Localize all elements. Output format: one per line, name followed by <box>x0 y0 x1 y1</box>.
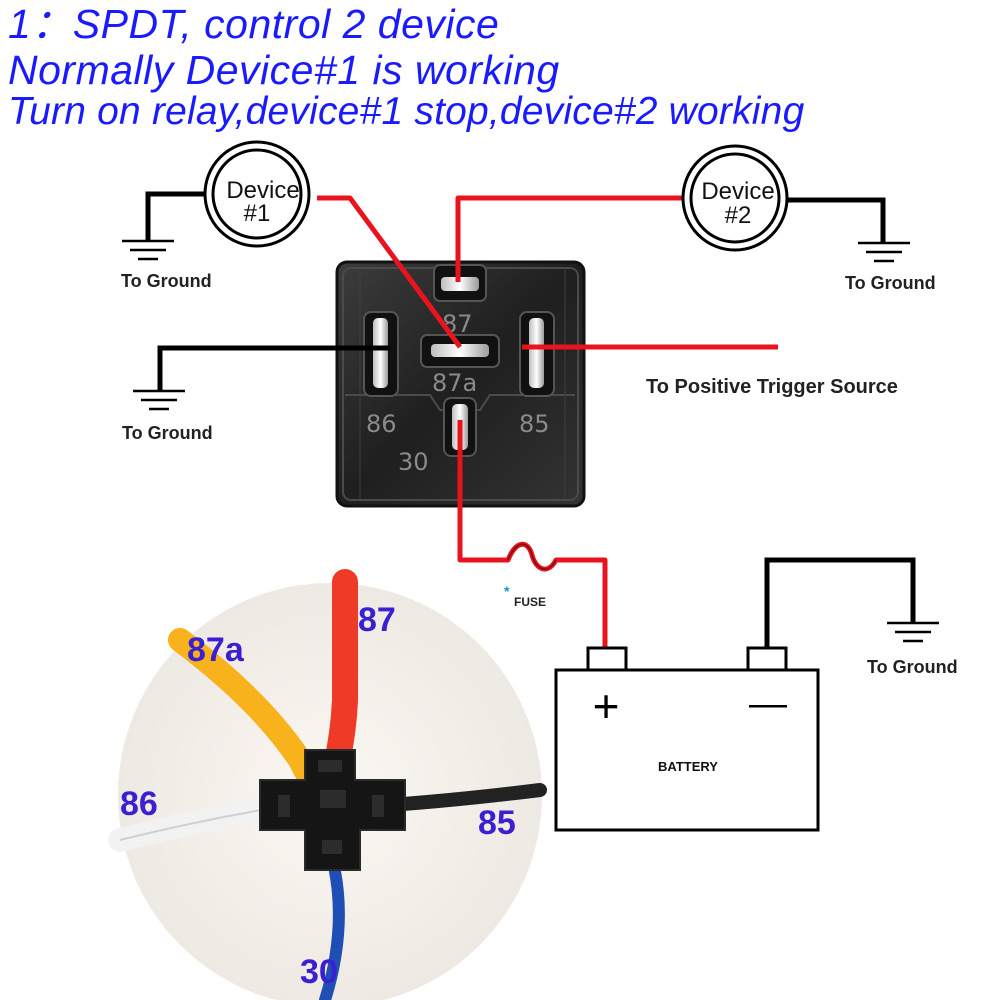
battery-plus: + <box>593 680 620 732</box>
relay-label-85: 85 <box>519 410 550 438</box>
trigger-label: To Positive Trigger Source <box>646 376 898 398</box>
relay-pin-86 <box>363 311 399 397</box>
fuse-icon <box>507 543 557 570</box>
device1-icon <box>203 140 311 248</box>
wire-device2-to-87 <box>455 195 686 282</box>
ground-label-device2: To Ground <box>845 273 936 293</box>
socket-label-86: 86 <box>120 785 158 823</box>
ground-symbol-device2 <box>858 241 910 263</box>
wire-86-to-ground <box>157 345 390 390</box>
device2-label-line1: Device <box>701 178 774 205</box>
ground-symbol-pin86 <box>133 389 185 411</box>
title-line-1: 1：SPDT, control 2 device <box>8 1 500 47</box>
socket-label-87: 87 <box>358 601 396 639</box>
fuse-asterisk: * <box>504 583 510 599</box>
socket-label-30: 30 <box>300 953 338 991</box>
relay-label-30: 30 <box>398 448 429 476</box>
relay-label-87: 87 <box>442 310 473 338</box>
battery-ground-wire <box>764 557 916 648</box>
ground-label-battery: To Ground <box>867 657 958 677</box>
device1-label-line1: Device <box>226 177 299 204</box>
socket-label-87a: 87a <box>187 631 245 669</box>
battery-icon <box>554 646 820 832</box>
relay-label-86: 86 <box>366 410 397 438</box>
title-line-2: Normally Device#1 is working <box>8 47 560 93</box>
device1-label-line2: #1 <box>244 200 271 227</box>
wire-device1-to-87a <box>317 195 463 349</box>
battery-minus: — <box>749 683 787 725</box>
device2-label-line2: #2 <box>725 202 752 229</box>
title-line-3: Turn on relay,device#1 stop,device#2 wor… <box>8 90 805 133</box>
socket-label-85: 85 <box>478 804 516 842</box>
device2-icon <box>681 144 789 252</box>
ground-symbol-device1 <box>122 239 174 261</box>
ground-label-pin86: To Ground <box>122 423 213 443</box>
device1-ground-wire <box>145 191 206 240</box>
ground-symbol-battery <box>887 621 939 643</box>
relay-pin-87a <box>420 334 500 368</box>
battery-label: BATTERY <box>658 759 718 774</box>
ground-label-device1: To Ground <box>121 271 212 291</box>
relay-pin-85 <box>519 311 555 397</box>
fuse-label: FUSE <box>514 595 546 609</box>
relay-label-87a: 87a <box>432 369 477 397</box>
device2-ground-wire <box>786 197 886 243</box>
relay-socket-photo <box>108 569 547 1000</box>
